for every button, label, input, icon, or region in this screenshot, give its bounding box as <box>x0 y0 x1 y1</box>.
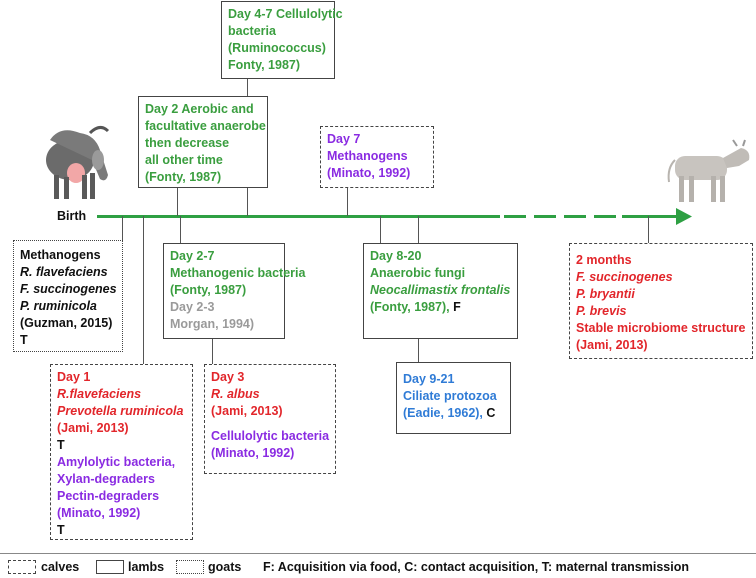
timeline-solid <box>97 215 500 218</box>
2-months-line1: 2 months <box>576 253 632 267</box>
day1-line3: Prevotella ruminicola <box>57 404 184 418</box>
2-months-line2: F. succinogenes <box>576 270 673 284</box>
day8-20-line2: Anaerobic fungi <box>370 266 466 280</box>
day2-line5: (Fonty, 1987) <box>145 170 222 184</box>
legend-lambs-label: lambs <box>128 560 165 574</box>
day9-21-box: Day 9-21 Ciliate protozoa (Eadie, 1962),… <box>396 362 511 434</box>
day1-line1: Day 1 <box>57 370 91 384</box>
day2-7-line1: Day 2-7 <box>170 249 215 263</box>
day3-line3: (Jami, 2013) <box>211 404 283 418</box>
timeline-solid-end <box>622 215 678 218</box>
day2-line2: facultative anaerobe <box>145 119 266 133</box>
connector <box>177 187 179 216</box>
timeline-dash <box>534 215 556 218</box>
day2-box: Day 2 Aerobic and facultative anaerobe t… <box>138 96 268 188</box>
goats-line4: P. ruminicola <box>20 299 97 313</box>
day1-line2: R.flavefaciens <box>57 387 142 401</box>
day3-spacer <box>211 420 329 428</box>
day1-line8: Pectin-degraders <box>57 489 160 503</box>
goats-line3: F. succinogenes <box>20 282 117 296</box>
day7-box: Day 7 Methanogens (Minato, 1992) <box>320 126 434 188</box>
legend-lambs-swatch <box>96 560 124 574</box>
day1-line4: (Jami, 2013) <box>57 421 129 435</box>
day1-line6: Amylolytic bacteria, <box>57 455 176 469</box>
legend-calves-label: calves <box>41 560 80 574</box>
day7-line2: Methanogens <box>327 149 408 163</box>
day8-20-line1: Day 8-20 <box>370 249 422 263</box>
goats-line6: T <box>20 333 28 347</box>
day8-20-tag: F <box>453 300 461 314</box>
day8-20-line3: Neocallimastix frontalis <box>370 283 511 297</box>
goats-line5: (Guzman, 2015) <box>20 316 113 330</box>
day3-line4: Cellulolytic bacteria <box>211 429 330 443</box>
connector <box>418 338 420 362</box>
day1-line7: Xylan-degraders <box>57 472 155 486</box>
day2-7-line5: Morgan, 1994) <box>170 317 255 331</box>
day2-7-line4: Day 2-3 <box>170 300 215 314</box>
goats-line2: R. flavefaciens <box>20 265 108 279</box>
connector <box>648 216 650 243</box>
connector <box>347 188 349 216</box>
day4-7-line4: Fonty, 1987) <box>228 58 301 72</box>
day3-line1: Day 3 <box>211 370 245 384</box>
goats-methanogens-box: Methanogens R. flavefaciens F. succinoge… <box>13 240 123 352</box>
day3-box: Day 3 R. albus (Jami, 2013) Cellulolytic… <box>204 364 336 474</box>
2-months-line4: P. brevis <box>576 304 627 318</box>
day4-7-title: Day 4-7 Cellulolytic <box>228 7 343 21</box>
goats-line1: Methanogens <box>20 248 101 262</box>
legend-key-text: F: Acquisition via food, C: contact acqu… <box>263 560 689 574</box>
day4-7-line2: bacteria <box>228 24 276 38</box>
connector <box>143 216 145 364</box>
day7-line3: (Minato, 1992) <box>327 166 411 180</box>
legend-separator <box>0 553 756 554</box>
2-months-line5: Stable microbiome structure <box>576 321 746 335</box>
birth-label: Birth <box>57 209 87 223</box>
timeline-dash <box>504 215 526 218</box>
connector <box>380 216 382 244</box>
day4-7-box: Day 4-7 Cellulolytic bacteria (Ruminococ… <box>221 1 343 79</box>
day9-21-line1: Day 9-21 <box>403 372 455 386</box>
2-months-line6: (Jami, 2013) <box>576 338 648 352</box>
day1-line10: T <box>57 523 65 537</box>
day4-7-line3: (Ruminococcus) <box>228 41 326 55</box>
timeline-dash <box>594 215 616 218</box>
legend-goats-label: goats <box>208 560 242 574</box>
connector <box>212 338 214 364</box>
adult-cow-icon <box>667 139 750 202</box>
legend-calves-swatch <box>8 560 36 574</box>
day1-box: Day 1 R.flavefaciens Prevotella ruminico… <box>50 364 193 540</box>
day2-line3: then decrease <box>145 136 230 150</box>
day2-7-line3: (Fonty, 1987) <box>170 283 247 297</box>
connector <box>122 216 124 240</box>
day3-line2: R. albus <box>211 387 260 401</box>
day2-7-line2: Methanogenic bacteria <box>170 266 306 280</box>
connector <box>180 216 182 244</box>
mother-goat-icon <box>46 126 110 199</box>
connector <box>418 216 420 244</box>
day2-7-box: Day 2-7 Methanogenic bacteria (Fonty, 19… <box>163 243 306 339</box>
day8-20-box: Day 8-20 Anaerobic fungi Neocallimastix … <box>363 243 518 339</box>
day1-line5: T <box>57 438 65 452</box>
day9-21-line2: Ciliate protozoa <box>403 389 497 403</box>
legend-goats-swatch <box>176 560 204 574</box>
timeline-dash <box>564 215 586 218</box>
day9-21-line3: (Eadie, 1962), <box>403 406 483 420</box>
day2-line4: all other time <box>145 153 223 167</box>
2-months-line3: P. bryantii <box>576 287 635 301</box>
day9-21-tag: C <box>486 406 496 420</box>
day2-line1: Day 2 Aerobic and <box>145 102 254 116</box>
day1-line9: (Minato, 1992) <box>57 506 141 520</box>
2-months-box: 2 months F. succinogenes P. bryantii P. … <box>569 243 753 359</box>
day8-20-line4: (Fonty, 1987), <box>370 300 450 314</box>
day3-line5: (Minato, 1992) <box>211 446 295 460</box>
timeline-arrowhead <box>676 208 692 225</box>
day7-line1: Day 7 <box>327 132 361 146</box>
